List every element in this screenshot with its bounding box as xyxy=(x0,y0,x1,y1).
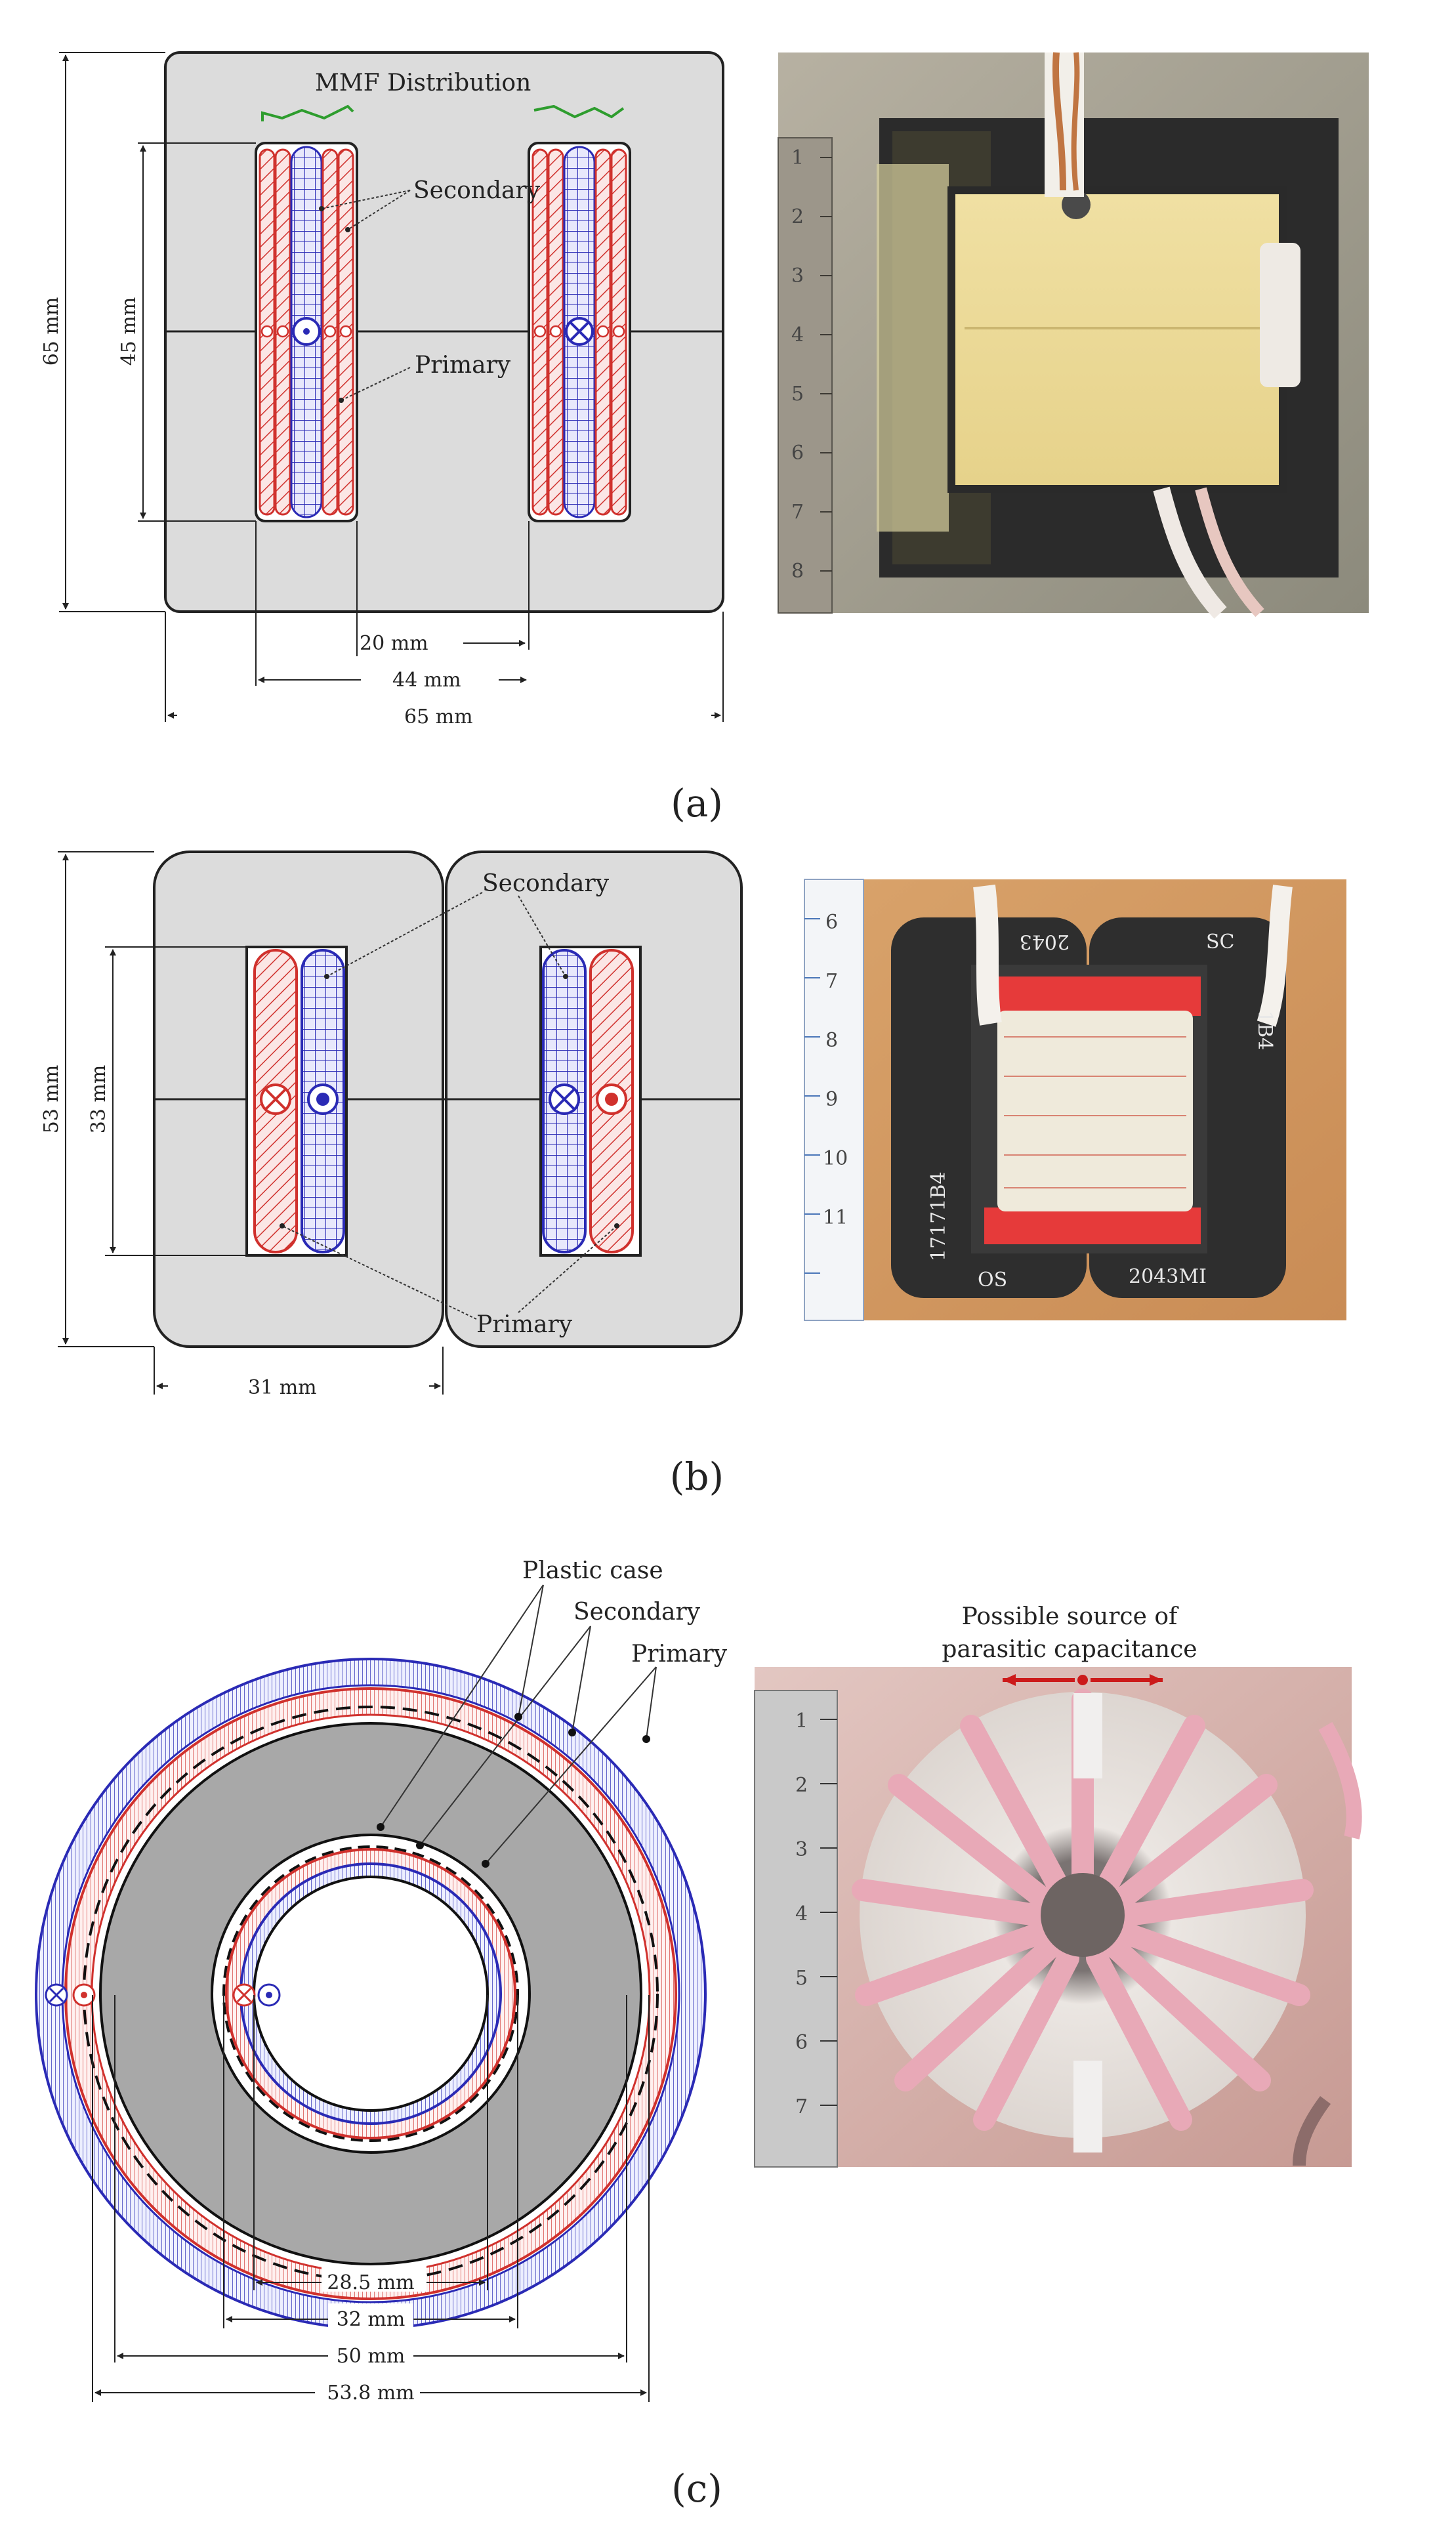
leader-lines-c xyxy=(380,1584,657,1864)
ruler-c-num-4: 4 xyxy=(795,1902,808,1925)
dim-28-5: 28.5 mm xyxy=(327,2271,414,2294)
ruler-b-num-7: 7 xyxy=(825,970,838,993)
photo-a-bobbin-yellow-tape xyxy=(947,186,1287,493)
dim-span-a: 44 mm xyxy=(392,669,461,692)
secondary-label-b: Secondary xyxy=(482,870,610,897)
plastic-case-label: Plastic case xyxy=(522,1557,663,1584)
inner-cross-symbol-c xyxy=(232,1983,256,2007)
secondary-label-a: Secondary xyxy=(413,177,541,204)
photo-b-u-core-transformer: 6 7 8 9 10 11 2043 SC xyxy=(804,879,1346,1321)
dim-53-8: 53.8 mm xyxy=(327,2382,414,2404)
inner-plastic-case xyxy=(222,1845,519,2142)
ruler-c-num-7: 7 xyxy=(795,2095,808,2118)
ruler-b-num-6: 6 xyxy=(825,911,838,934)
dimension-lines-a xyxy=(59,52,724,722)
primary-small-symbols xyxy=(260,325,625,338)
ruler-a-num-8: 8 xyxy=(791,560,804,583)
ruler-a-num-5: 5 xyxy=(791,383,804,406)
secondary-dot-symbol-b xyxy=(307,1083,339,1115)
dim-gap-a: 20 mm xyxy=(360,632,428,655)
secondary-label-c: Secondary xyxy=(573,1599,701,1626)
inner-dot-symbol-c xyxy=(257,1983,281,2007)
ruler-b-num-10: 10 xyxy=(823,1147,848,1170)
secondary-cross-symbol-b xyxy=(549,1083,580,1115)
mmf-curve-left xyxy=(261,104,354,121)
parasitic-label-line1: Possible source of xyxy=(962,1603,1179,1630)
ruler-c-num-1: 1 xyxy=(795,1710,808,1732)
right-window-windings xyxy=(531,146,627,518)
mmf-label: MMF Distribution xyxy=(315,70,531,96)
photo-c-toroid-transformer: 1 2 3 4 5 6 7 xyxy=(754,1667,1362,2168)
core-mark-1b4: 1B4 xyxy=(1253,1011,1276,1050)
panel-label-a: (a) xyxy=(671,781,723,826)
dim-height-outer-a: 65 mm xyxy=(40,297,63,366)
core-mark-os: OS xyxy=(978,1269,1007,1292)
dim-32: 32 mm xyxy=(337,2308,406,2331)
panel-c: Plastic case Secondary Primary xyxy=(35,1557,1362,2511)
core-mark-sc: SC xyxy=(1206,931,1235,954)
core-mark-17171b4: 17171B4 xyxy=(927,1171,950,1261)
outer-cross-symbol-c xyxy=(45,1983,68,2007)
parasitic-label-line2: parasitic capacitance xyxy=(942,1636,1197,1663)
photo-b-bobbin xyxy=(984,976,1201,1016)
current-dot-symbol xyxy=(292,317,321,346)
core-mark-2043mi: 2043MI xyxy=(1129,1265,1207,1288)
toroid-hole xyxy=(253,1876,489,2112)
ruler-b-num-11: 11 xyxy=(823,1206,848,1229)
ruler-a-num-3: 3 xyxy=(791,264,804,287)
ruler-a-ticks xyxy=(820,157,832,572)
panel-label-b: (b) xyxy=(670,1454,724,1499)
photo-a-ee-transformer: 1 2 3 4 5 6 7 8 xyxy=(778,52,1369,619)
dim-height-window-b: 33 mm xyxy=(87,1065,110,1134)
primary-label-a: Primary xyxy=(415,352,511,379)
dim-height-window-a: 45 mm xyxy=(117,297,140,366)
ruler-a-num-1: 1 xyxy=(791,146,804,169)
panel-b: Secondary Primary 53 mm 33 mm 31 mm xyxy=(40,850,1346,1499)
ruler-c-num-5: 5 xyxy=(795,1967,808,1990)
primary-label-c: Primary xyxy=(631,1641,728,1668)
primary-dot-symbol-b xyxy=(596,1083,627,1115)
ruler-b-ticks xyxy=(804,918,820,1274)
ruler-c-num-2: 2 xyxy=(795,1774,808,1797)
photo-b-winding-body xyxy=(997,1011,1193,1211)
ruler-c xyxy=(754,1690,838,2168)
outer-dot-symbol-c xyxy=(72,1983,96,2007)
core-mark-2043-top: 2043 xyxy=(1020,930,1070,953)
dimension-lines-b xyxy=(58,851,444,1395)
ruler-a-num-4: 4 xyxy=(791,324,804,346)
ruler-c-ticks xyxy=(820,1719,837,2106)
photo-c-pink-windings xyxy=(852,1689,1314,2131)
ruler-b-num-8: 8 xyxy=(825,1029,838,1052)
leader-dots-c xyxy=(377,1713,650,1868)
ruler-a-num-7: 7 xyxy=(791,501,804,524)
ruler-c-num-3: 3 xyxy=(795,1838,808,1861)
panel-a: MMF Distribution Secondary Primary xyxy=(40,51,1369,826)
ruler-c-num-6: 6 xyxy=(795,2031,808,2054)
ruler-a-num-2: 2 xyxy=(791,205,804,228)
dim-50: 50 mm xyxy=(337,2345,406,2368)
ruler-b xyxy=(804,879,864,1321)
primary-label-b: Primary xyxy=(476,1311,573,1338)
ruler-b-num-9: 9 xyxy=(825,1088,838,1111)
ruler-a-num-6: 6 xyxy=(791,442,804,465)
current-cross-symbol xyxy=(565,317,594,346)
dim-width-outer-a: 65 mm xyxy=(404,705,473,728)
dim-width-b: 31 mm xyxy=(248,1376,317,1399)
panel-label-c: (c) xyxy=(671,2466,722,2511)
mmf-curve-right xyxy=(533,104,625,119)
ruler-a xyxy=(778,137,833,614)
dim-height-outer-b: 53 mm xyxy=(40,1065,63,1134)
parasitic-arrow xyxy=(1003,1674,1163,1686)
primary-cross-symbol-b xyxy=(260,1083,291,1115)
